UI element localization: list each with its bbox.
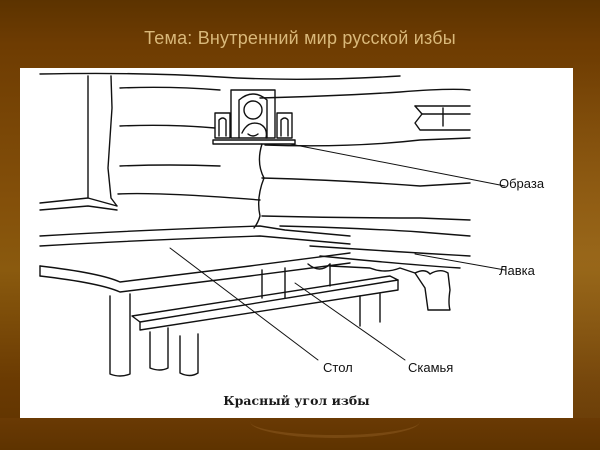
label-icons: Образа [499, 176, 545, 191]
label-bench: Скамья [408, 360, 454, 375]
label-wall-bench: Лавка [499, 263, 535, 278]
background-decoration [250, 405, 420, 438]
illustration-panel: Образа Лавка Стол Скамья Красный угол из… [20, 68, 573, 418]
izba-drawing [39, 72, 506, 377]
label-table: Стол [323, 360, 353, 375]
slide-title: Тема: Внутренний мир русской избы [144, 28, 456, 48]
background-glow [573, 60, 600, 450]
illustration-caption: Красный угол избы [223, 393, 370, 408]
